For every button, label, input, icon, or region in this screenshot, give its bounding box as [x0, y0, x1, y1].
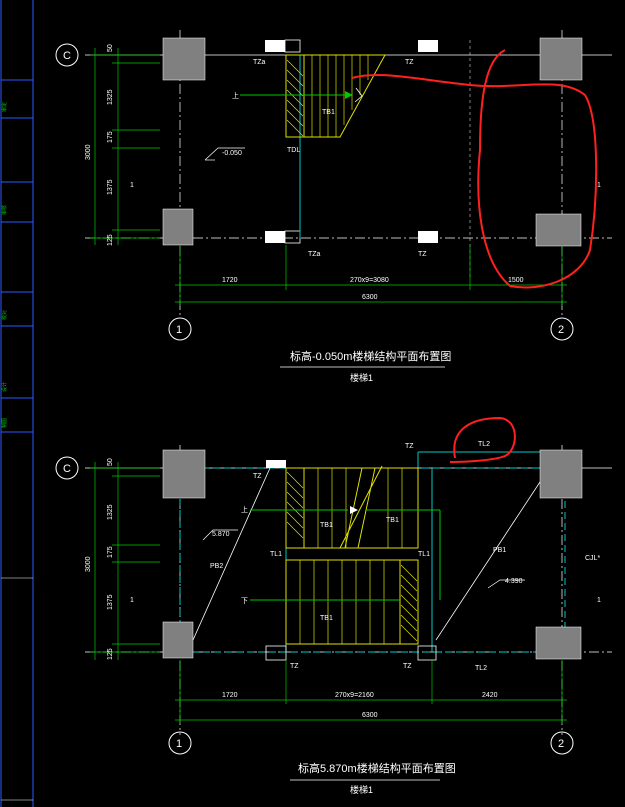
column — [539, 449, 583, 499]
plan-bottom — [55, 416, 612, 781]
tz-post — [418, 40, 438, 52]
dim-bottom-top-total: 6300 — [362, 294, 378, 301]
label-tz-br: TZ — [403, 663, 412, 670]
grid-bubble-2-bottom — [550, 731, 574, 755]
section-mark-right-top: 1 — [597, 182, 601, 189]
red-annotation-tl2 — [449, 416, 516, 463]
label-tza-bottom: TZa — [308, 251, 321, 258]
dim-left-bottom-1: 50 — [107, 458, 114, 466]
dim-bottom-bottom — [175, 660, 567, 724]
label-tl2-bottom: TL2 — [475, 665, 487, 672]
label-tb1-top: TB1 — [322, 109, 335, 116]
plan-bottom-title: 标高5.870m楼梯结构平面布置图 — [298, 761, 456, 775]
label-tl2-top: TL2 — [478, 441, 490, 448]
dim-left-bottom-total: 3000 — [85, 556, 92, 572]
grid-label-2-bottom: 2 — [558, 738, 564, 750]
dim-left-top-2: 1325 — [107, 89, 114, 105]
grid-bubble-2 — [550, 317, 574, 341]
label-pb2: PB2 — [210, 563, 223, 570]
grid-bubble-1-bottom — [168, 731, 192, 755]
dim-bottom-top-3: 1500 — [508, 277, 524, 284]
dim-bottom-top-1: 1720 — [222, 277, 238, 284]
stair-run-top — [240, 54, 386, 238]
tz-post — [265, 231, 285, 243]
column — [162, 621, 194, 659]
section-mark-left-top: 1 — [130, 182, 134, 189]
label-tz-tr: TZ — [405, 443, 414, 450]
title-block-strip: 审定 审核 校对 设计 制图 — [0, 0, 36, 807]
label-tza-top: TZa — [253, 59, 266, 66]
grid-bubble-c-bottom — [55, 456, 79, 480]
label-tb1-b: TB1 — [386, 517, 399, 524]
label-up-bottom: 上 — [241, 505, 248, 514]
dim-bottom-bottom-total: 6300 — [362, 712, 378, 719]
dim-left-bottom-2: 1325 — [107, 504, 114, 520]
grid-bubble-c — [55, 43, 79, 67]
tz-post — [266, 460, 286, 468]
dim-bottom-bottom-3: 2420 — [482, 692, 498, 699]
dim-left-top-4: 1375 — [107, 179, 114, 195]
grid-label-1-top: 1 — [176, 324, 182, 336]
label-up-top: 上 — [232, 91, 239, 100]
section-mark-right-bottom: 1 — [597, 597, 601, 604]
tz-post — [265, 645, 287, 661]
label-tl1-left: TL1 — [270, 551, 282, 558]
tz-post — [284, 39, 301, 53]
dim-left-top-3: 175 — [107, 131, 114, 143]
dim-left-top-total: 3000 — [85, 144, 92, 160]
column — [162, 449, 206, 499]
label-tz-top: TZ — [405, 59, 414, 66]
elevation-right-bottom: 4.390 — [505, 578, 523, 585]
label-down-bottom: 下 — [241, 597, 248, 605]
grid-label-c-top: C — [63, 50, 71, 62]
plan-top-subtitle: 楼梯1 — [350, 372, 373, 383]
tz-post — [417, 645, 437, 661]
red-annotation-loop — [351, 49, 598, 289]
label-tb1-c: TB1 — [320, 615, 333, 622]
elevation-top: -0.050 — [222, 150, 242, 157]
label-tb1-a: TB1 — [320, 522, 333, 529]
dim-left-top-5: 125 — [107, 234, 114, 246]
grid-label-1-bottom: 1 — [176, 738, 182, 750]
tz-post — [418, 231, 438, 243]
grid-label-c-bottom: C — [63, 463, 71, 475]
label-tz-bl: TZ — [290, 663, 299, 670]
column — [539, 37, 583, 81]
label-tl1-right: TL1 — [418, 551, 430, 558]
dim-bottom-top-2: 270x9=3080 — [350, 277, 389, 284]
label-tz-bottom: TZ — [418, 251, 427, 258]
grid-bubble-1 — [168, 317, 192, 341]
section-mark-left-bottom: 1 — [130, 597, 134, 604]
plan-top — [55, 30, 612, 368]
label-pb1: PB1 — [493, 547, 506, 554]
tz-post — [265, 40, 285, 52]
dim-bottom-bottom-1: 1720 — [222, 692, 238, 699]
plan-top-title: 标高-0.050m楼梯结构平面布置图 — [290, 349, 451, 363]
column — [535, 213, 582, 247]
label-cjl: CJL* — [585, 555, 600, 562]
label-tdl: TDL — [287, 147, 300, 154]
label-tz-tl: TZ — [253, 473, 262, 480]
tz-post — [284, 230, 301, 244]
dim-left-bottom-4: 1375 — [107, 594, 114, 610]
plan-bottom-subtitle: 楼梯1 — [350, 784, 373, 795]
column — [162, 208, 194, 246]
grid-label-2-top: 2 — [558, 324, 564, 336]
dim-left-bottom — [90, 462, 160, 660]
column — [535, 626, 582, 660]
dim-bottom-bottom-2: 270x9=2160 — [335, 692, 374, 699]
dim-left-top-1: 50 — [107, 44, 114, 52]
dim-left-bottom-5: 125 — [107, 648, 114, 660]
dim-left-bottom-3: 175 — [107, 546, 114, 558]
stair-run-bottom — [250, 465, 441, 645]
column — [162, 37, 206, 81]
dim-left-top — [90, 48, 160, 245]
elevation-left-bottom: 5.870 — [212, 531, 230, 538]
dim-bottom-top — [175, 245, 567, 306]
